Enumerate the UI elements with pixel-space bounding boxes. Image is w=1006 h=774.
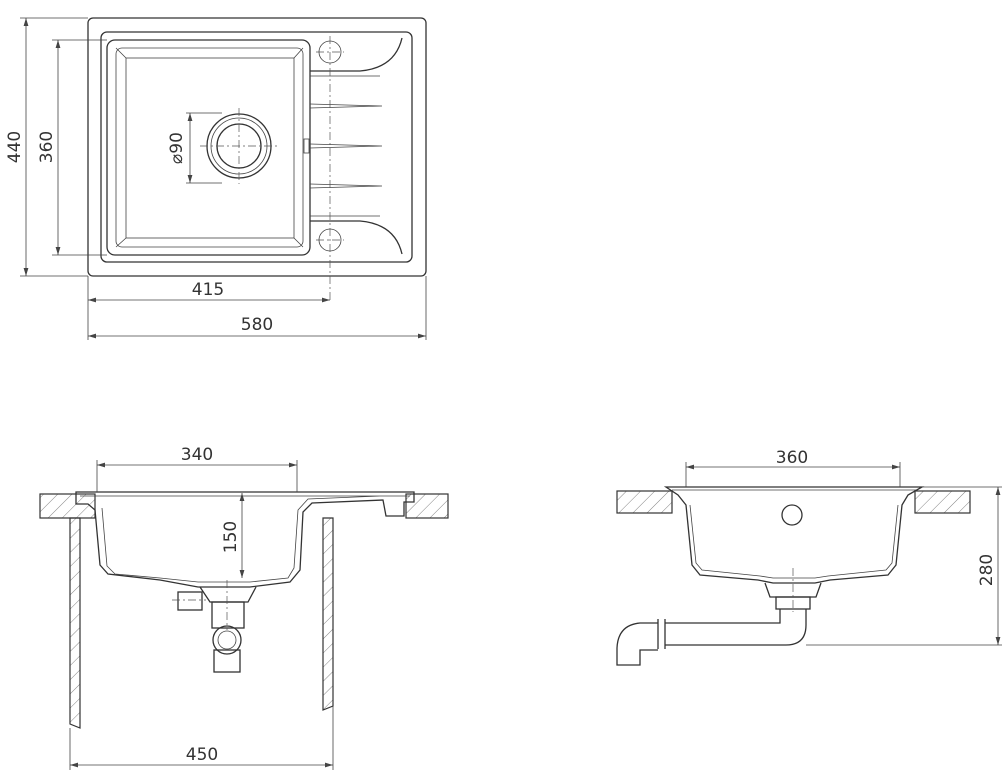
cabinet-wall-right — [322, 517, 334, 711]
sink-profile — [75, 491, 415, 588]
dim-front-bowl-depth: 150 — [221, 521, 241, 553]
drain-icon — [200, 108, 278, 184]
bowl-outer — [106, 39, 311, 256]
dim-front-bowl-width: 340 — [181, 445, 213, 465]
dim-bowl-depth: 360 — [37, 131, 57, 163]
drain-pipe — [616, 568, 822, 666]
dim-drain-diameter: ⌀90 — [167, 132, 187, 164]
sink-outline — [87, 17, 427, 277]
dim-overall-width: 580 — [241, 315, 273, 335]
drainboard — [303, 36, 403, 300]
countertop-left — [39, 493, 96, 519]
top-view: 440 360 ⌀90 415 580 — [5, 17, 427, 340]
dim-side-bowl-width: 360 — [776, 448, 808, 468]
dim-bowl-offset: 415 — [192, 280, 224, 300]
dim-total-height: 280 — [977, 554, 997, 586]
cabinet-wall-left — [69, 517, 81, 729]
overflow-hole-icon — [781, 504, 803, 526]
dim-overall-depth: 440 — [5, 131, 25, 163]
inner-rim — [100, 31, 413, 263]
bowl-inner — [115, 47, 304, 248]
side-section: 360 280 — [616, 448, 1002, 666]
sink-profile — [663, 486, 925, 584]
bowl-floor — [125, 57, 295, 239]
drain-trap — [172, 580, 257, 673]
countertop-right — [405, 493, 449, 519]
dim-cabinet-width: 450 — [186, 745, 218, 765]
countertop-left — [616, 490, 673, 514]
countertop-right — [914, 490, 971, 514]
front-section: 340 150 450 — [39, 445, 449, 770]
